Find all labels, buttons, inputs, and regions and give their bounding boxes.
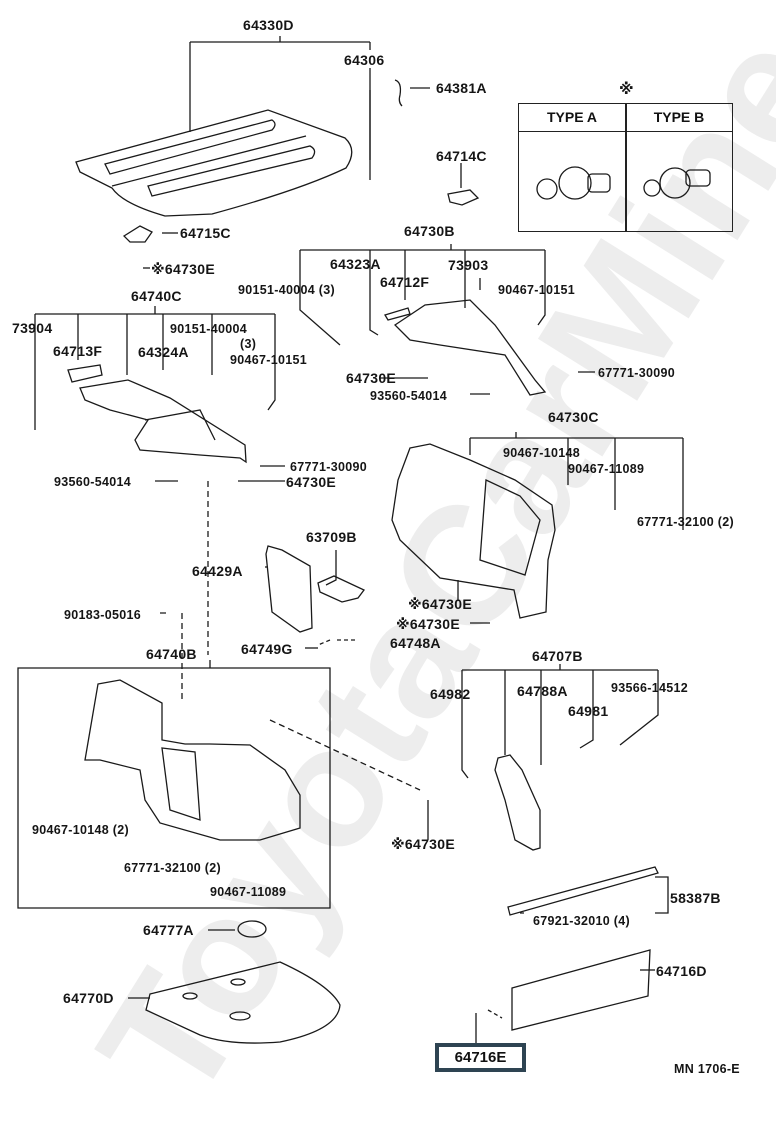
part-label[interactable]: 64982 [430, 686, 471, 702]
part-label[interactable]: ※64730E [396, 616, 460, 632]
part-64716D [511, 949, 651, 1031]
part-label[interactable]: 64714C [436, 148, 487, 164]
part-64777A [237, 920, 267, 938]
part-label[interactable]: 64716D [656, 963, 707, 979]
part-label[interactable]: ※64730E [408, 596, 472, 612]
part-label[interactable]: 64715C [180, 225, 231, 241]
type-b-header: TYPE B [626, 104, 732, 132]
type-legend-table: TYPE A TYPE B [518, 103, 733, 232]
part-64714C [447, 189, 480, 206]
part-label[interactable]: 58387B [670, 890, 721, 906]
part-label[interactable]: 90467-10151 [230, 353, 307, 367]
part-label[interactable]: 67771-30090 [290, 460, 367, 474]
part-label[interactable]: 63709B [306, 529, 357, 545]
part-64429A [265, 545, 313, 633]
part-label[interactable]: 64712F [380, 274, 430, 290]
part-label[interactable]: 67771-32100 (2) [637, 515, 734, 529]
part-label[interactable]: 64748A [390, 635, 441, 651]
part-label[interactable]: 67771-32100 (2) [124, 861, 221, 875]
part-label[interactable]: 64330D [243, 17, 294, 33]
type-legend-divider [625, 104, 627, 231]
part-label[interactable]: 90467-10151 [498, 283, 575, 297]
part-label[interactable]: 64788A [517, 683, 568, 699]
type-legend-symbol: ※ [619, 81, 634, 98]
part-package-tray [75, 109, 353, 217]
part-quarter-trim-64730C [391, 443, 556, 619]
leader-lines [17, 36, 684, 1043]
type-b-clip-drawing [643, 167, 711, 199]
part-clip-64381A [394, 79, 403, 107]
part-label[interactable]: 93566-14512 [611, 681, 688, 695]
part-label[interactable]: 64323A [330, 256, 381, 272]
part-label[interactable]: 90151-40004 [170, 322, 247, 336]
part-label[interactable]: ※64730E [391, 836, 455, 852]
part-label[interactable]: 64777A [143, 922, 194, 938]
part-label[interactable]: 64730E [346, 370, 397, 386]
type-a-clip-drawing [536, 166, 611, 200]
part-label[interactable]: 90467-11089 [568, 462, 645, 476]
part-label[interactable]: 64306 [344, 52, 385, 68]
part-label[interactable]: 64730C [548, 409, 599, 425]
part-label[interactable]: 67771-30090 [598, 366, 675, 380]
part-label[interactable]: 90183-05016 [64, 608, 141, 622]
part-label[interactable]: 64981 [568, 703, 609, 719]
highlighted-part-label[interactable]: 64716E [435, 1043, 526, 1072]
part-rear-side-trim-lh [67, 364, 247, 464]
part-64770D [145, 961, 341, 1044]
part-label[interactable]: 64429A [192, 563, 243, 579]
part-label[interactable]: 64324A [138, 344, 189, 360]
part-64707B-board [494, 754, 541, 851]
part-label[interactable]: 64381A [436, 80, 487, 96]
part-64740B [84, 679, 301, 841]
part-63709B [317, 575, 366, 603]
type-a-header: TYPE A [519, 104, 626, 132]
part-label[interactable]: 64770D [63, 990, 114, 1006]
part-label[interactable]: 64730B [404, 223, 455, 239]
part-58387B [507, 866, 659, 916]
part-label[interactable]: 93560-54014 [54, 475, 131, 489]
part-label[interactable]: 64740C [131, 288, 182, 304]
part-label[interactable]: 90467-10148 [503, 446, 580, 460]
part-label[interactable]: 64707B [532, 648, 583, 664]
diagram-code: MN 1706-E [674, 1062, 740, 1076]
part-rear-side-trim-rh [384, 299, 547, 396]
part-label: (3) [240, 337, 257, 351]
part-label[interactable]: 64740B [146, 646, 197, 662]
part-label[interactable]: 73903 [448, 257, 489, 273]
part-label[interactable]: 90151-40004 (3) [238, 283, 335, 297]
part-label[interactable]: 93560-54014 [370, 389, 447, 403]
part-label[interactable]: ※64730E [151, 261, 215, 277]
part-label[interactable]: 90467-10148 (2) [32, 823, 129, 837]
part-label[interactable]: 64713F [53, 343, 103, 359]
part-label[interactable]: 90467-11089 [210, 885, 287, 899]
part-label[interactable]: 64749G [241, 641, 293, 657]
part-64715C [122, 225, 153, 243]
part-label[interactable]: 64730E [286, 474, 337, 490]
part-label[interactable]: 67921-32010 (4) [533, 914, 630, 928]
part-label[interactable]: 73904 [12, 320, 53, 336]
